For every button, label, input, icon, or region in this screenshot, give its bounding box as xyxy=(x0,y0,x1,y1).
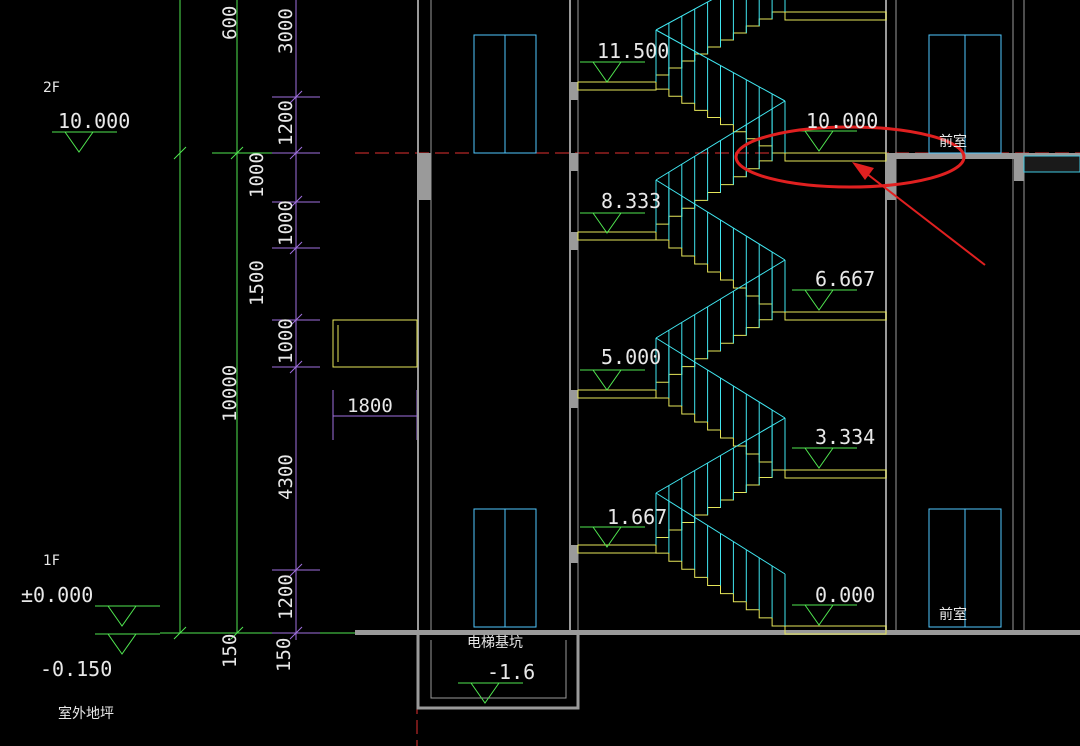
slab-right-hatched xyxy=(1023,155,1080,173)
landing-1667: 1.667 xyxy=(607,505,667,529)
floor-label-1f: 1F xyxy=(43,553,60,569)
dim-1200-top: 1200 xyxy=(275,100,297,146)
landing-slab-1 xyxy=(784,152,887,162)
wall-far-column xyxy=(1014,153,1024,181)
wall-right-column xyxy=(886,153,896,200)
axis-lines xyxy=(355,152,1080,746)
dim-3000: 3000 xyxy=(275,8,297,54)
landing-0000: 0.000 xyxy=(815,583,875,607)
level-label-2f: 10.000 xyxy=(58,109,130,133)
level-mark-stair-7-tri xyxy=(804,604,834,626)
elevator-pit-outline xyxy=(416,633,580,710)
room-label-anteroom-upper: 前室 xyxy=(939,133,967,150)
dim-150-a: 150 xyxy=(219,634,241,668)
level-mark-2f-tri xyxy=(64,131,94,153)
highlight-arrow-head xyxy=(852,162,874,180)
landing-6667: 6.667 xyxy=(815,267,875,291)
dim-10000: 10000 xyxy=(219,365,241,422)
wall-mid-seg-1 xyxy=(570,153,578,171)
slab-right-2f xyxy=(896,153,1080,159)
landing-11500: 11.500 xyxy=(597,39,669,63)
level-mark-1f-tri xyxy=(107,605,137,627)
dim-600: 600 xyxy=(219,6,241,40)
landing-slab-4 xyxy=(577,389,657,399)
level-markers xyxy=(52,61,857,704)
dim-slash-purple-3 xyxy=(289,241,303,255)
level-mark-stair-5-tri xyxy=(804,447,834,469)
handrail-4 xyxy=(655,259,786,339)
dim-slash-purple-0 xyxy=(289,90,303,104)
elevator-pit-inner xyxy=(430,640,567,699)
dim-slash-purple-2 xyxy=(289,195,303,209)
dim-slash-purple-7 xyxy=(289,626,303,640)
landing-slab-8 xyxy=(784,11,887,21)
level-mark-stair-2-tri xyxy=(592,212,622,234)
landing-5000: 5.000 xyxy=(601,345,661,369)
wall-mid-seg-0 xyxy=(570,82,578,100)
handrail-7 xyxy=(655,492,786,575)
handrail-5 xyxy=(655,337,786,419)
elevator-doors xyxy=(473,34,1002,628)
walls xyxy=(332,0,1080,710)
wall-opening-lintel xyxy=(332,319,418,368)
dim-slash-green-0 xyxy=(230,146,244,160)
elevator-pit-depth: -1.6 xyxy=(487,660,535,684)
dim-slash-green-b1 xyxy=(173,626,187,640)
landing-slab-5 xyxy=(784,469,887,479)
landing-slab-2 xyxy=(577,231,657,241)
landing-10000: 10.000 xyxy=(806,109,878,133)
annotation-highlight xyxy=(734,125,986,266)
handrail-3 xyxy=(655,179,786,261)
handrail-6 xyxy=(655,417,786,494)
level-mark-pit-tri xyxy=(470,682,500,704)
dim-150-b: 150 xyxy=(273,638,295,672)
level-label-outdoor: -0.150 xyxy=(40,657,112,681)
highlight-arrow-shaft xyxy=(861,169,986,266)
level-mark-stair-1-tri xyxy=(804,130,834,152)
handrail-0 xyxy=(655,0,713,31)
landing-slab-3 xyxy=(784,311,887,321)
handrail-2 xyxy=(655,100,786,181)
dim-1000-b: 1000 xyxy=(275,200,297,246)
dim-slash-green-1 xyxy=(230,626,244,640)
level-mark-outdoor-tri xyxy=(107,633,137,655)
dim-slash-purple-1 xyxy=(289,146,303,160)
dim-1000-c: 1000 xyxy=(275,318,297,364)
dim-1800: 1800 xyxy=(347,395,393,417)
wall-mid-seg-4 xyxy=(570,545,578,563)
landing-slab-6 xyxy=(577,544,657,554)
level-label-1f: ±0.000 xyxy=(21,583,93,607)
floor-label-2f: 2F xyxy=(43,80,60,96)
dim-slash-green-b0 xyxy=(173,146,187,160)
wall-mid-seg-3 xyxy=(570,390,578,408)
landing-8333: 8.333 xyxy=(601,189,661,213)
landing-slab-0 xyxy=(577,81,657,91)
wall-left-column xyxy=(418,153,431,200)
level-mark-stair-4-tri xyxy=(592,369,622,391)
outdoor-ground-label: 室外地坪 xyxy=(58,705,114,722)
level-mark-stair-3-tri xyxy=(804,289,834,311)
level-mark-stair-6-tri xyxy=(592,526,622,548)
room-label-anteroom-lower: 前室 xyxy=(939,606,967,623)
highlight-ellipse xyxy=(734,125,966,189)
stair-flights xyxy=(577,0,887,635)
wall-mid-seg-2 xyxy=(570,232,578,250)
dimension-lines xyxy=(160,0,418,640)
landing-slab-7 xyxy=(784,625,887,635)
dim-slash-purple-5 xyxy=(289,360,303,374)
level-mark-stair-0-tri xyxy=(592,61,622,83)
dim-slash-purple-4 xyxy=(289,313,303,327)
elevator-pit-label: 电梯基坑 xyxy=(467,634,523,651)
ground-slab xyxy=(355,630,1080,635)
handrail-1 xyxy=(655,29,786,102)
dim-slash-purple-6 xyxy=(289,563,303,577)
dim-1000-a: 1000 xyxy=(246,152,268,198)
dim-1500: 1500 xyxy=(246,260,268,306)
dim-1200-bot: 1200 xyxy=(275,574,297,620)
landing-3334: 3.334 xyxy=(815,425,875,449)
dim-4300: 4300 xyxy=(275,454,297,500)
